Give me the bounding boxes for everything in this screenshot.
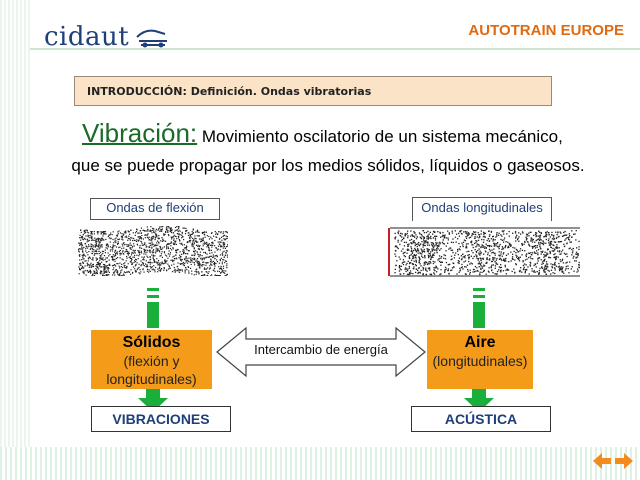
longitudinal-wave-image [388, 227, 580, 277]
footer-band [0, 447, 640, 480]
aire-box: Aire (longitudinales) [427, 330, 533, 389]
double-arrow-icon [216, 327, 426, 377]
flexion-wave-image [78, 226, 228, 276]
definition-term: Vibración: [82, 118, 198, 148]
aire-subtitle: (longitudinales) [432, 353, 528, 369]
solidos-title: Sólidos [122, 334, 181, 351]
header-divider [30, 48, 640, 50]
car-logo-icon [136, 29, 168, 48]
arrow-down-icon [464, 388, 494, 412]
definition-first-line: Movimiento oscilatorio de un sistema mec… [197, 127, 563, 146]
arrow-right-icon[interactable] [614, 452, 634, 470]
result-acustica: ACÚSTICA [411, 406, 551, 432]
arrow-left-icon[interactable] [592, 452, 612, 470]
side-decoration [0, 0, 30, 480]
result-vibraciones: VIBRACIONES [91, 406, 231, 432]
section-header: INTRODUCCIÓN: Definición. Ondas vibrator… [74, 76, 552, 106]
arrow-down-icon [147, 288, 159, 328]
logo: cidaut [44, 20, 169, 54]
exchange-label: Intercambio de energía [254, 342, 388, 357]
solidos-subtitle: (flexión y longitudinales) [106, 353, 197, 387]
logo-text: cidaut [44, 22, 130, 52]
wave-label-flexion: Ondas de flexión [90, 198, 220, 220]
solidos-box: Sólidos (flexión y longitudinales) [91, 330, 212, 389]
brand-title: AUTOTRAIN EUROPE [468, 22, 624, 39]
definition-text: que se puede propagar por los medios sól… [71, 156, 585, 175]
section-title: INTRODUCCIÓN: Definición. Ondas vibrator… [87, 85, 372, 98]
arrow-down-icon [138, 388, 168, 412]
arrow-down-icon [473, 288, 485, 328]
wave-label-longitudinal-text: Ondas longitudinales [421, 200, 543, 215]
definition-line: Vibración: Movimiento oscilatorio de un … [82, 118, 582, 149]
wave-label-longitudinal: Ondas longitudinales [412, 197, 552, 221]
aire-title: Aire [464, 334, 496, 351]
